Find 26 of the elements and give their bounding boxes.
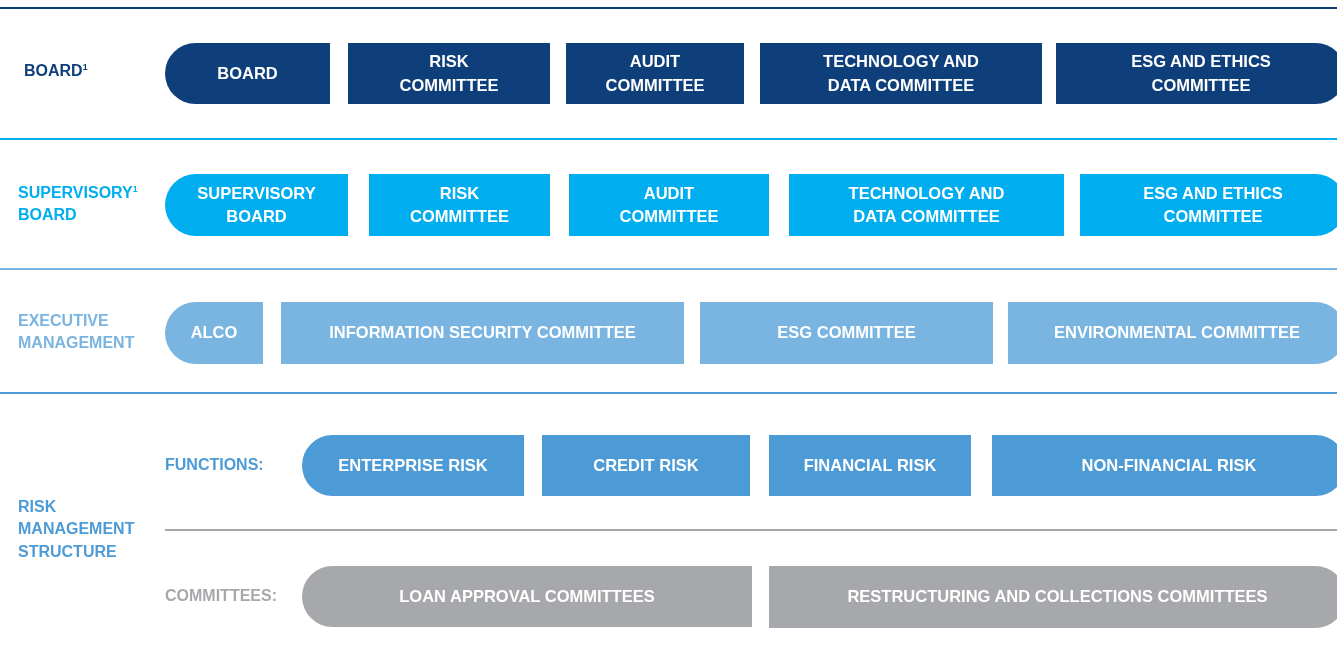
committee-box: RESTRUCTURING AND COLLECTIONS COMMITTEES xyxy=(769,566,1337,628)
row-label: RISK MANAGEMENT STRUCTURE xyxy=(18,497,136,562)
committee-box: ALCO xyxy=(165,302,263,364)
committee-box: ENTERPRISE RISK xyxy=(302,435,524,496)
committee-box: ESG AND ETHICS COMMITTEE xyxy=(1080,174,1337,236)
row-label: FUNCTIONS: xyxy=(165,455,264,475)
committee-box: BOARD xyxy=(165,43,330,104)
committee-box: LOAN APPROVAL COMMITTEES xyxy=(302,566,752,627)
committee-box: TECHNOLOGY AND DATA COMMITTEE xyxy=(789,174,1064,236)
committee-box: ENVIRONMENTAL COMMITTEE xyxy=(1008,302,1337,364)
committee-box: CREDIT RISK xyxy=(542,435,750,496)
committee-box: SUPERVISORY BOARD xyxy=(165,174,348,236)
committee-box: RISK COMMITTEE xyxy=(369,174,550,236)
row-label: BOARD$^{1}$ xyxy=(24,60,88,81)
committee-box: NON-FINANCIAL RISK xyxy=(992,435,1337,496)
row-label: SUPERVISORY$^{1}$ BOARD xyxy=(18,182,139,226)
row-label: EXECUTIVE MANAGEMENT xyxy=(18,311,136,354)
committee-box: TECHNOLOGY AND DATA COMMITTEE xyxy=(760,43,1042,104)
committee-box: ESG AND ETHICS COMMITTEE xyxy=(1056,43,1337,104)
row-label: COMMITTEES: xyxy=(165,586,277,606)
committee-box: AUDIT COMMITTEE xyxy=(569,174,769,236)
committee-box: ESG COMMITTEE xyxy=(700,302,993,364)
committee-box: AUDIT COMMITTEE xyxy=(566,43,744,104)
committee-box: FINANCIAL RISK xyxy=(769,435,971,496)
committee-box: INFORMATION SECURITY COMMITTEE xyxy=(281,302,684,364)
committee-box: RISK COMMITTEE xyxy=(348,43,550,104)
